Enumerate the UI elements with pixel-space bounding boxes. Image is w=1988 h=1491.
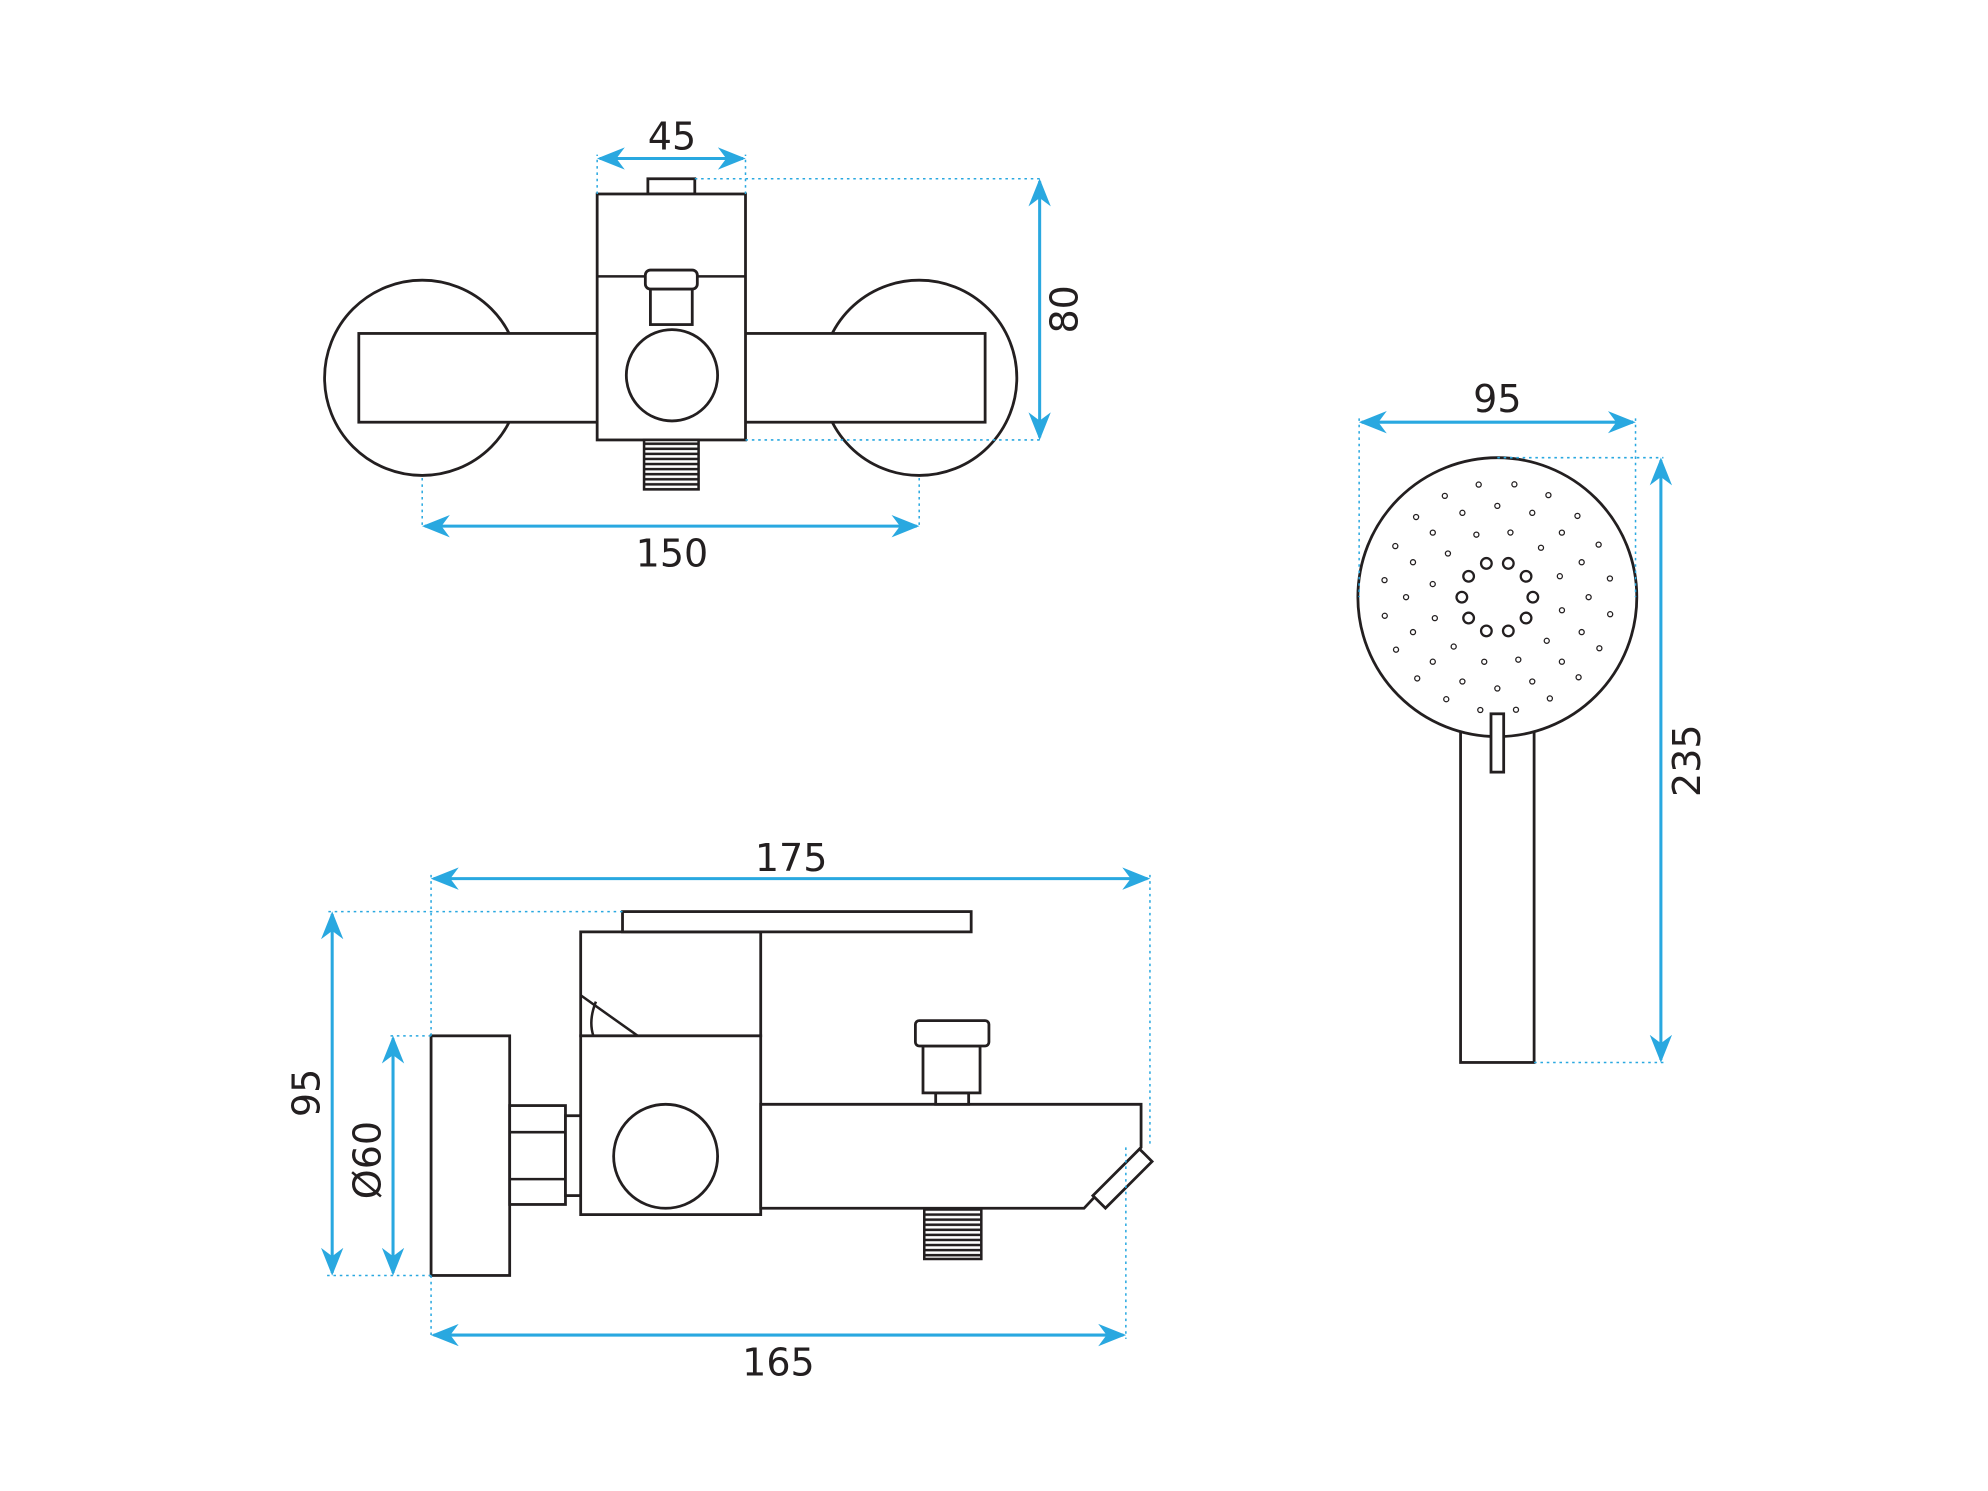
nozzle	[1381, 576, 1388, 584]
nozzle	[1392, 542, 1399, 550]
nozzle	[1429, 658, 1436, 665]
nozzle	[1529, 509, 1536, 516]
diverter-stem	[649, 287, 694, 326]
aerator	[1090, 1146, 1155, 1211]
top-knob	[646, 177, 697, 196]
mixer-handle	[624, 328, 720, 423]
nozzle	[1511, 481, 1518, 488]
nozzle	[1479, 624, 1493, 638]
nozzle	[1462, 569, 1476, 583]
nozzle	[1409, 628, 1417, 636]
diverter-base	[934, 1091, 971, 1106]
nozzle	[1545, 491, 1552, 499]
nozzle	[1443, 696, 1450, 703]
hand-shower	[1356, 456, 1639, 1064]
nozzle	[1606, 575, 1614, 582]
nozzle	[1459, 509, 1466, 516]
spout	[759, 1102, 1143, 1210]
nozzle	[1515, 656, 1522, 663]
shower-dimensions: 95 235	[1358, 377, 1709, 1064]
nozzle	[1409, 559, 1417, 566]
nozzle	[1494, 685, 1501, 692]
nozzle	[1512, 706, 1520, 713]
nozzle	[1543, 637, 1550, 644]
nozzle	[1402, 593, 1410, 601]
nozzle	[1414, 675, 1421, 682]
nozzle	[1494, 502, 1501, 510]
nozzle	[1429, 529, 1436, 536]
dim-label-side-95: 95	[285, 1069, 329, 1117]
nozzle	[1595, 541, 1602, 548]
nozzle	[1596, 645, 1603, 652]
nozzle	[1431, 614, 1439, 622]
nozzle	[1519, 611, 1533, 625]
nozzle	[1546, 695, 1554, 702]
nozzle	[1519, 569, 1533, 583]
nozzle	[1455, 590, 1469, 604]
nozzle	[1481, 658, 1488, 665]
nozzle	[1479, 556, 1493, 570]
diverter-knob	[643, 268, 699, 291]
dim-label-165: 165	[742, 1341, 815, 1385]
top-view-dimensions: 45 80 150	[421, 115, 1087, 576]
nozzle	[1558, 529, 1566, 536]
nozzle	[1444, 550, 1452, 557]
nozzle	[1412, 513, 1420, 521]
nozzle	[1578, 559, 1585, 566]
nozzle	[1450, 643, 1457, 650]
wall-flange	[429, 1034, 512, 1277]
nozzle	[1606, 611, 1614, 618]
nozzle	[1381, 612, 1388, 619]
nozzle	[1459, 678, 1466, 685]
nozzle	[1574, 512, 1581, 520]
diverter-stem-side	[921, 1044, 982, 1095]
nozzle	[1441, 492, 1448, 500]
shower-nozzles	[1381, 481, 1614, 714]
side-view-mixer	[429, 910, 1155, 1277]
nozzle	[1473, 531, 1480, 538]
dim-label-235: 235	[1665, 724, 1709, 797]
dim-label-175: 175	[755, 836, 828, 880]
dim-label-60: Ø60	[345, 1121, 389, 1199]
upper-body	[579, 930, 763, 1038]
nozzle	[1501, 556, 1515, 570]
nozzle	[1558, 607, 1566, 614]
mixer-handle-side	[612, 1102, 720, 1210]
top-lever	[621, 910, 973, 934]
hose-thread-side	[922, 1207, 983, 1261]
side-view-dimensions: 175 165 95 Ø60	[285, 836, 1151, 1385]
nozzle	[1507, 529, 1514, 536]
connector	[508, 1104, 567, 1206]
nozzle	[1526, 590, 1540, 604]
nozzle	[1578, 628, 1585, 636]
dim-label-shower-95: 95	[1473, 377, 1521, 421]
nozzle	[1529, 678, 1536, 685]
shower-button	[1489, 712, 1506, 774]
nozzle	[1558, 658, 1566, 665]
nozzle	[1475, 481, 1482, 488]
shower-head-face	[1356, 456, 1639, 739]
dim-label-150: 150	[636, 532, 709, 576]
diverter-knob-side	[913, 1019, 991, 1048]
nozzle	[1392, 646, 1400, 653]
dim-label-80: 80	[1043, 285, 1087, 333]
nozzle	[1429, 580, 1436, 588]
hose-thread	[642, 438, 700, 491]
nozzle	[1585, 593, 1592, 601]
dim-label-45: 45	[648, 115, 696, 159]
nozzle	[1575, 674, 1582, 681]
top-view-mixer	[323, 177, 1019, 491]
nozzle	[1556, 573, 1564, 580]
nozzle	[1501, 624, 1515, 638]
nozzle	[1462, 611, 1476, 625]
nozzle	[1537, 544, 1545, 551]
nozzle	[1477, 706, 1484, 714]
